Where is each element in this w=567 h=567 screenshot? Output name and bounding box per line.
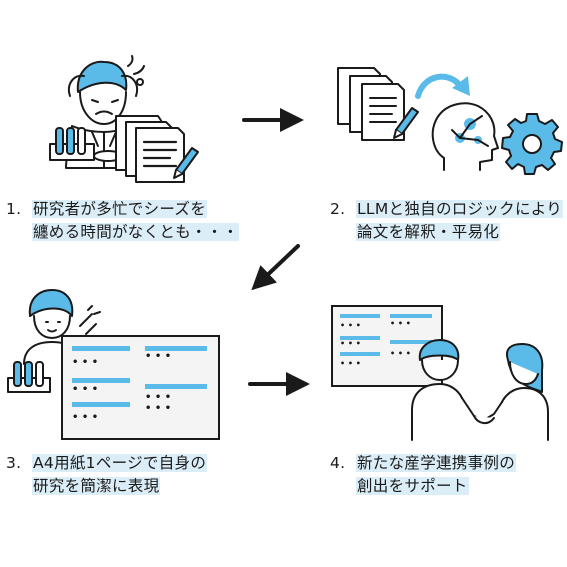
step-3-line-1: A4用紙1ページで自身の: [32, 454, 208, 472]
arrow-icon: [242, 108, 310, 396]
step-3-line-2: 研究を簡潔に表現: [32, 477, 161, 495]
svg-text:• • •: • • •: [340, 321, 361, 330]
step-1-text: 1. 研究者が多忙でシーズを 纏める時間がなくとも・・・: [6, 198, 240, 244]
svg-text:• • •: • • •: [72, 384, 98, 395]
step-2-line-1: LLMと独自のロジックにより: [356, 200, 564, 218]
step-3-text: 3. A4用紙1ページで自身の 研究を簡潔に表現: [6, 452, 208, 498]
summary-sheet-icon: • • • • • • • • • • • • • • • • • •: [61, 335, 220, 440]
stressed-researcher-icon: [49, 55, 199, 183]
step-3-number: 3.: [6, 454, 22, 472]
svg-text:• • •: • • •: [145, 403, 171, 414]
step-1-line-2: 纏める時間がなくとも・・・: [32, 223, 240, 241]
svg-text:• • •: • • •: [390, 319, 411, 328]
step-2-number: 2.: [330, 200, 346, 218]
svg-text:• • •: • • •: [340, 359, 361, 368]
step-4-line-2: 創出をサポート: [356, 477, 469, 495]
step-2-line-2: 論文を解釈・平易化: [356, 223, 501, 241]
handshake-icon: [411, 339, 549, 441]
step-2-text: 2. LLMと独自のロジックにより 論文を解釈・平易化: [330, 198, 564, 244]
svg-text:• • •: • • •: [145, 392, 171, 403]
ai-brain-icon: [431, 102, 499, 171]
step-4-text: 4. 新たな産学連携事例の 創出をサポート: [330, 452, 517, 498]
gear-icon: [501, 113, 563, 175]
svg-text:• • •: • • •: [72, 412, 98, 423]
svg-text:• • •: • • •: [145, 351, 171, 362]
curved-arrow-icon: [415, 73, 470, 99]
svg-text:• • •: • • •: [72, 357, 98, 368]
step-4-number: 4.: [330, 454, 346, 472]
step-4-line-1: 新たな産学連携事例の: [356, 454, 517, 472]
svg-text:• • •: • • •: [340, 339, 361, 348]
svg-text:• • •: • • •: [390, 349, 411, 358]
step-1-line-1: 研究者が多忙でシーズを: [32, 200, 208, 218]
documents-icon: [337, 67, 419, 141]
step-1-number: 1.: [6, 200, 22, 218]
